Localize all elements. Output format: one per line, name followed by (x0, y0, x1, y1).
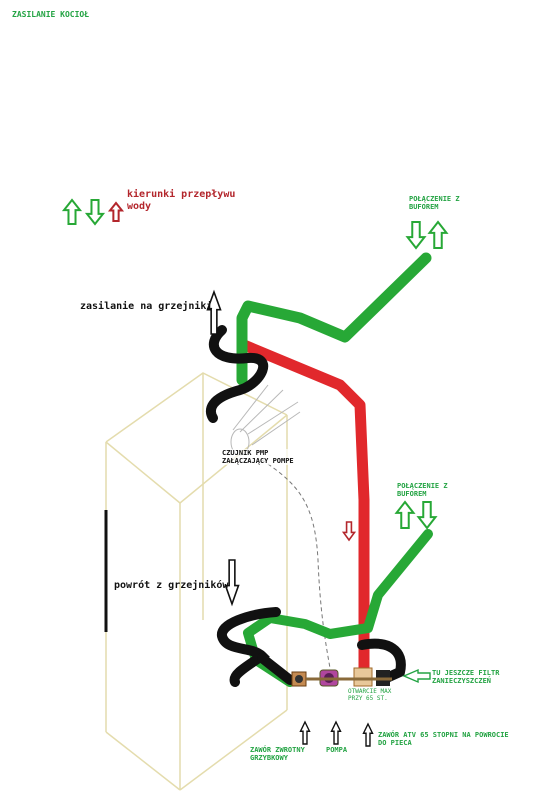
atv-label: ZAWÓR ATV 65 STOPNI NA POWROCIE DO PIECA (378, 731, 509, 748)
filter-label: TU JESZCZE FILTR ZANIECZYSZCZEŃ (432, 669, 500, 686)
up-arrow-icon (206, 289, 222, 335)
pump-label: POMPA (326, 746, 348, 754)
up-arrow-icon (427, 220, 449, 249)
black-coil-bottom (217, 607, 281, 687)
supply-label: zasilanie na grzejniki (80, 301, 213, 312)
down-arrow-icon (224, 559, 240, 607)
down-arrow-icon (405, 221, 427, 250)
sensor-dashed-wire (261, 459, 331, 669)
black-coil-top (205, 325, 269, 423)
down-arrow-icon (341, 521, 357, 542)
green-pipe-top (236, 252, 432, 386)
legend-text: kierunki przepływu wody (127, 189, 236, 212)
return-label: powrót z grzejników (114, 580, 229, 591)
up-arrow-icon (362, 722, 374, 747)
up-arrow-icon (394, 500, 416, 529)
down-arrow-icon (84, 199, 106, 226)
black-pipe-bottom-run (257, 653, 295, 685)
buffer-label-top: POŁĄCZENIE Z BUFOREM (409, 195, 460, 212)
up-arrow-icon (61, 198, 83, 225)
page-title: ZASILANIE KOCIOŁ (12, 10, 90, 19)
red-pipe (238, 339, 370, 676)
buffer-label-mid: POŁĄCZENIE Z BUFOREM (397, 482, 448, 499)
check-valve-icon (291, 671, 307, 687)
check-valve-label: ZAWÓR ZWROTNY GRZYBKOWY (250, 746, 305, 763)
open-max-label: OTWARCIE MAX PRZY 65 ST. (348, 688, 392, 702)
sensor-loop-icon (230, 384, 301, 456)
up-arrow-icon (299, 720, 311, 745)
down-arrow-icon (416, 501, 438, 530)
left-arrow-icon (402, 668, 431, 684)
up-arrow-icon (330, 720, 342, 745)
black-pipe-bottom-right (357, 638, 406, 685)
atv-valve-icon (353, 667, 390, 687)
up-arrow-icon (107, 201, 125, 222)
sensor-label: CZUJNIK PMP ZAŁĄCZAJĄCY POMPE (222, 449, 294, 466)
